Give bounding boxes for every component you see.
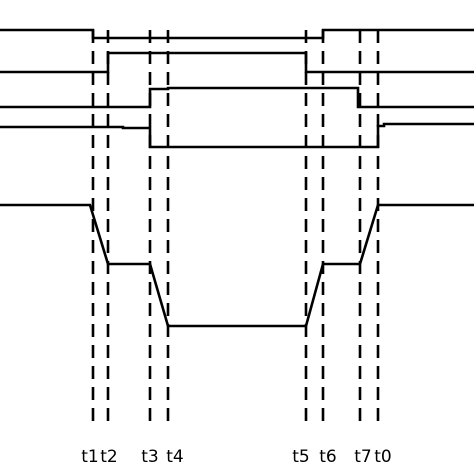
time-marker-label-t3: t3 — [141, 447, 158, 467]
time-marker-labels: t1 t2 t3 t4 t5 t6 t7 t0 — [81, 447, 391, 467]
signal-5-ramp — [0, 203, 474, 328]
signal-3 — [0, 86, 474, 109]
time-marker-label-t1: t1 — [81, 447, 98, 467]
time-marker-label-t5: t5 — [292, 447, 309, 467]
signal-1 — [0, 28, 474, 40]
time-marker-label-t2: t2 — [100, 447, 117, 467]
signal-lines — [0, 28, 474, 328]
signal-4 — [0, 122, 474, 149]
time-marker-label-t7: t7 — [354, 447, 371, 467]
time-marker-lines — [91, 30, 380, 425]
signal-2 — [0, 51, 474, 74]
time-marker-label-t0: t0 — [374, 447, 391, 467]
time-marker-label-t6: t6 — [319, 447, 336, 467]
time-marker-label-t4: t4 — [166, 447, 183, 467]
